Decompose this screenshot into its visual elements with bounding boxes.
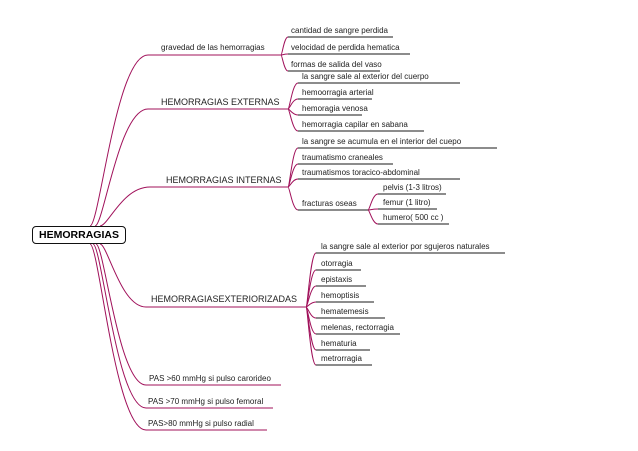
pas-item-2[interactable]: PAS >70 mmHg si pulso femoral [148,397,264,406]
exteriorizadas-item-3[interactable]: epistaxis [321,275,353,284]
exteriorizadas-item-5[interactable]: hematemesis [321,307,369,316]
connector-int-4 [287,186,299,211]
externas-item-2[interactable]: hemoorragia arterial [302,88,374,97]
connector-exter-8 [305,306,317,366]
gravedad-item-3[interactable]: formas de salida del vaso [291,60,382,69]
connector-fract-3 [367,209,379,225]
connector-int-3 [287,178,299,188]
branch-exteriorizadas-label[interactable]: HEMORRAGIASEXTERIORIZADAS [151,294,298,304]
connector-exter-2 [305,269,317,308]
gravedad-item-1[interactable]: cantidad de sangre perdida [291,26,388,35]
connector-gravedad [89,54,149,227]
exteriorizadas-item-4[interactable]: hemoptisis [321,291,360,300]
connector-grav-1 [280,36,289,56]
exteriorizadas-item-1[interactable]: la sangre sale al exterior por sgujeros … [321,242,490,251]
exteriorizadas-item-7[interactable]: hematuria [321,339,357,348]
externas-item-3[interactable]: hemoragia venosa [302,104,368,113]
pas-item-1[interactable]: PAS >60 mmHg si pulso carorideo [149,374,271,383]
internas-item-1[interactable]: la sangre se acumula en el interior del … [302,137,462,146]
connector-grav-2 [280,53,289,56]
connector-pas-3 [89,243,147,431]
gravedad-item-2[interactable]: velocidad de perdida hematica [291,43,400,52]
connector-pas-1 [95,243,147,386]
connector-internas [99,186,151,227]
connector-ext-4 [287,108,299,132]
connector-fract-2 [367,208,379,211]
connector-exteriorizadas [99,243,147,308]
branch-gravedad-label[interactable]: gravedad de las hemorragias [161,43,265,52]
fracturas-item-3[interactable]: humero( 500 cc ) [383,213,444,222]
internas-item-3[interactable]: traumatismos toracico-abdominal [302,168,420,177]
pas-item-3[interactable]: PAS>80 mmHg si pulso radial [148,419,254,428]
branch-internas-label[interactable]: HEMORRAGIAS INTERNAS [166,175,282,185]
internas-item-2[interactable]: traumatismo craneales [302,153,383,162]
connector-fract-1 [367,193,379,211]
internas-item-4[interactable]: fracturas oseas [302,199,357,208]
root-node[interactable]: HEMORRAGIAS [32,226,126,244]
connector-externas [94,108,149,227]
exteriorizadas-item-2[interactable]: otorragia [321,259,353,268]
exteriorizadas-item-8[interactable]: metrorragia [321,354,362,363]
exteriorizadas-item-6[interactable]: melenas, rectorragia [321,323,394,332]
fracturas-item-1[interactable]: pelvis (1-3 litros) [383,183,442,192]
connector-int-2 [287,163,299,188]
externas-item-1[interactable]: la sangre sale al exterior del cuerpo [302,72,429,81]
connector-grav-3 [280,54,289,72]
externas-item-4[interactable]: hemorragia capilar en sabana [302,120,408,129]
connector-pas-2 [92,243,147,409]
connector-ext-1 [287,82,299,110]
branch-externas-label[interactable]: HEMORRAGIAS EXTERNAS [161,97,280,107]
fracturas-item-2[interactable]: femur (1 litro) [383,198,431,207]
